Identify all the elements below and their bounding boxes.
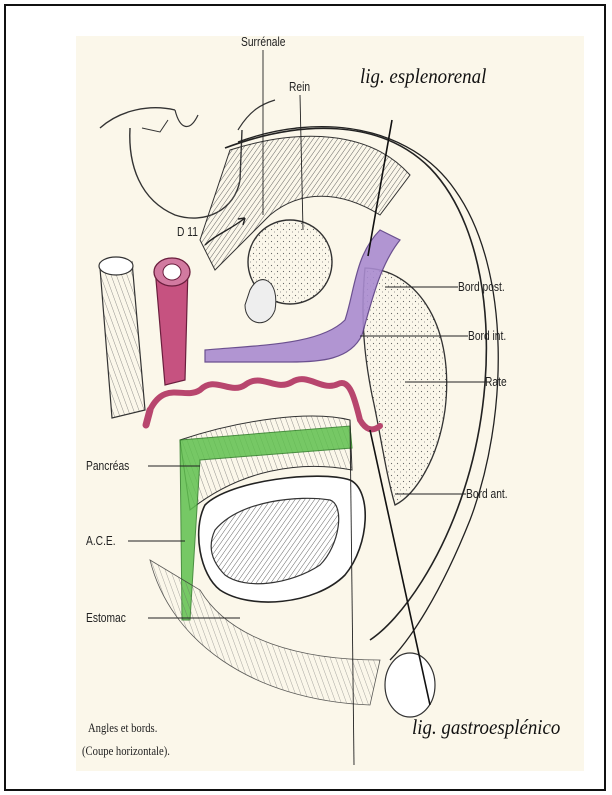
spleen [363,268,447,505]
caption-line2: (Coupe horizontale). [82,744,170,759]
inferior-vena-cava [100,262,145,418]
label-ace: A.C.E. [86,534,116,548]
vertebra-outline [100,108,175,128]
label-d11: D 11 [177,225,198,239]
label-lig-esplenorenal: lig. esplenorenal [360,64,486,89]
label-bord-int: Bord int. [468,329,506,343]
label-pancreas: Pancréas [86,459,129,473]
label-rate: Rate [485,375,507,389]
caption-line1: Angles et bords. [88,721,157,736]
colon-section [385,653,435,717]
label-rein: Rein [289,80,310,94]
label-estomac: Estomac [86,611,126,625]
label-surrenale: Surrénale [241,35,285,49]
label-lig-gastroesplenico: lig. gastroesplénico [412,715,560,740]
label-bord-ant: Bord ant. [466,487,508,501]
label-bord-post: Bord post. [458,280,505,294]
